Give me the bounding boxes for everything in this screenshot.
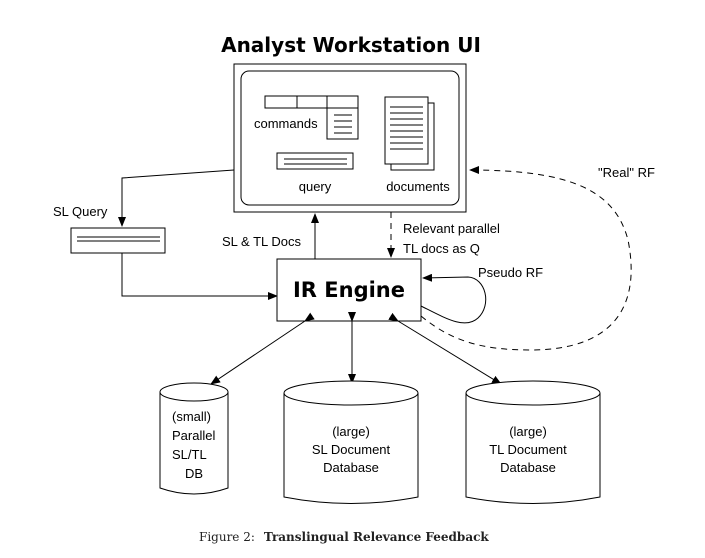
sl-tl-docs-label: SL & TL Docs	[222, 234, 301, 249]
edge-engine-parallel-db	[210, 312, 315, 385]
pseudo-rf-loop	[420, 273, 487, 324]
query-label: query	[299, 179, 332, 194]
edge-engine-tl-db	[388, 312, 502, 385]
analyst-workstation: commands query documents	[233, 63, 467, 213]
edge-sl-query-to-engine	[121, 253, 278, 300]
sl-db-line: SL Document	[312, 442, 391, 457]
tl-db-line: TL Document	[489, 442, 567, 457]
commands-menu-icon	[264, 95, 359, 140]
parallel-db-line: (small)	[172, 409, 211, 424]
edge-workstation-to-sl-query	[118, 169, 235, 227]
parallel-db-line: Parallel	[172, 428, 215, 443]
pseudo-rf-label: Pseudo RF	[478, 265, 543, 280]
parallel-db-cylinder: (small) Parallel SL/TL DB	[159, 382, 229, 495]
tl-db-line: (large)	[509, 424, 547, 439]
sl-query-label: SL Query	[53, 204, 108, 219]
parallel-db-line: DB	[185, 466, 203, 481]
documents-icon	[384, 96, 435, 171]
relevant-docs-label-line1: Relevant parallel	[403, 221, 500, 236]
parallel-db-line: SL/TL	[172, 447, 207, 462]
tl-db-line: Database	[500, 460, 556, 475]
caption-prefix: Figure 2:	[199, 530, 255, 544]
sl-db-line: Database	[323, 460, 379, 475]
sl-query-box	[70, 227, 166, 254]
caption-text: Translingual Relevance Feedback	[264, 530, 489, 544]
ir-engine-label: IR Engine	[293, 278, 405, 302]
commands-label: commands	[254, 116, 318, 131]
tl-document-db-cylinder: (large) TL Document Database	[465, 380, 601, 504]
diagram-title: Analyst Workstation UI	[221, 33, 481, 57]
real-rf-label: "Real" RF	[598, 165, 655, 180]
sl-document-db-cylinder: (large) SL Document Database	[283, 380, 419, 504]
sl-db-line: (large)	[332, 424, 370, 439]
documents-label: documents	[386, 179, 450, 194]
relevant-docs-label-line2: TL docs as Q	[403, 241, 480, 256]
ir-engine-box	[276, 258, 422, 322]
figure-caption: Figure 2: Translingual Relevance Feedbac…	[199, 528, 489, 545]
query-field-icon	[276, 152, 354, 170]
